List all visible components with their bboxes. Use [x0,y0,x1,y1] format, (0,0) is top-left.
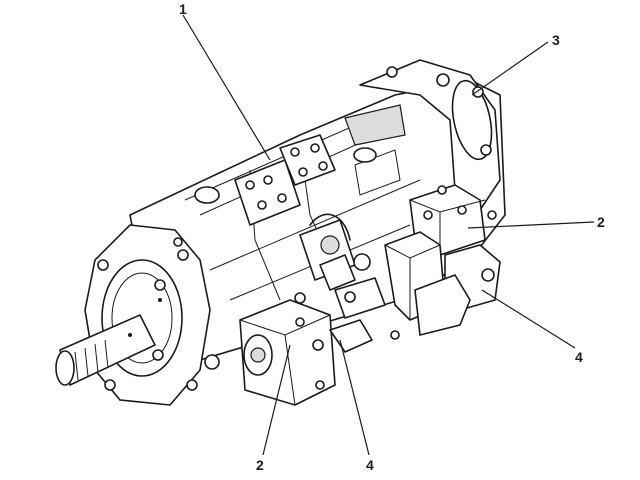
regulator-upper [384,184,501,336]
leader-3 [471,41,549,96]
callout-4-upper: 4 [575,349,583,365]
callout-1: 1 [179,1,187,17]
rear-flange [359,59,501,211]
callout-2-upper: 2 [597,214,605,230]
housing-bolts [128,237,400,370]
top-plates [194,134,377,226]
callout-4-lower: 4 [366,457,374,473]
leader-4-upper [481,289,576,349]
callouts: 1 3 2 4 2 4 [179,1,605,473]
callout-2-lower: 2 [256,457,264,473]
leader-4-lower [339,339,370,456]
regulator-lower [239,291,373,406]
callout-3: 3 [552,32,560,48]
leader-2-upper [467,221,595,229]
leader-lines [182,14,595,456]
leader-2-lower [262,344,291,456]
front-flange [55,224,211,406]
central-valves [299,213,386,319]
leader-1 [182,14,271,161]
